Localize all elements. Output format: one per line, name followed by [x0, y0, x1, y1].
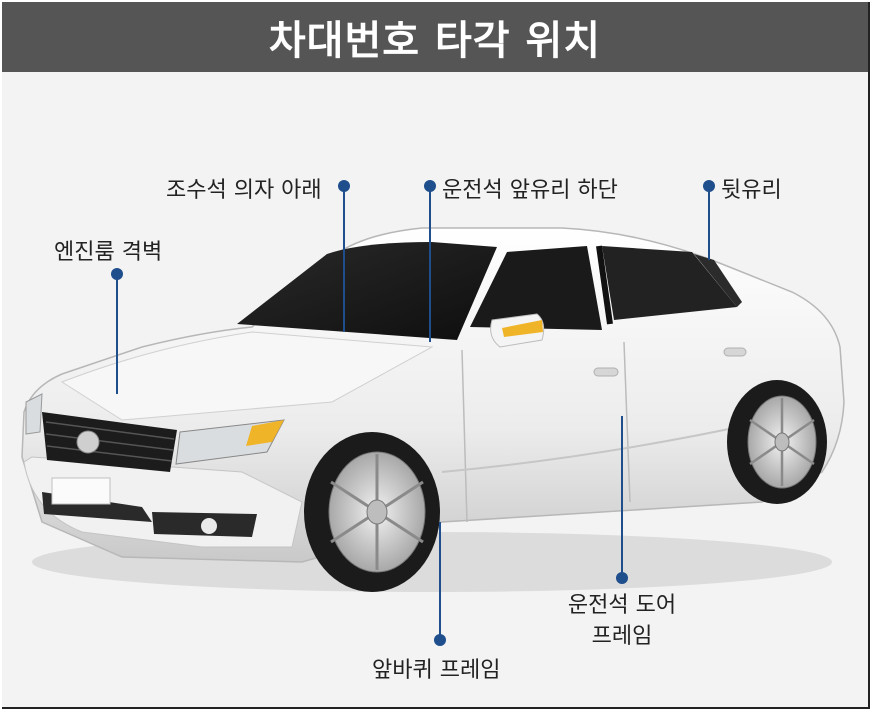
label-engine-bulkhead: 엔진룸 격벽 [54, 240, 163, 265]
car-illustration [21, 227, 845, 592]
marker-line-rear-glass [708, 186, 710, 260]
marker-dot-driver-door [616, 572, 628, 584]
marker-line-driver-door [621, 416, 623, 576]
header-bar: 차대번호 타각 위치 [2, 2, 868, 72]
rear-side-window [602, 246, 737, 320]
front-wheel [304, 432, 440, 592]
brand-emblem [76, 430, 100, 454]
page-title: 차대번호 타각 위치 [268, 18, 602, 64]
rear-wheel [727, 380, 827, 504]
grille-bars [45, 421, 175, 462]
marker-dot-front-wheel [434, 634, 446, 646]
headlight-amber [246, 420, 284, 446]
left-headlight [25, 393, 43, 435]
front-side-window [470, 246, 602, 330]
door-line [461, 349, 468, 523]
label-windshield: 운전석 앞유리 하단 [442, 178, 618, 203]
label-passenger-seat: 조수석 의자 아래 [166, 178, 322, 203]
mirror-indicator [502, 320, 543, 337]
hood [60, 331, 434, 421]
marker-line-passenger-seat [343, 186, 345, 332]
label-front-wheel: 앞바퀴 프레임 [372, 658, 501, 683]
door-handle [593, 367, 619, 377]
label-driver-door: 운전석 도어 프레임 [562, 590, 682, 652]
license-plate [51, 477, 111, 505]
label-driver-door-line2: 프레임 [591, 624, 653, 649]
quarter-window [694, 254, 742, 307]
sill-line [441, 421, 763, 473]
label-driver-door-line1: 운전석 도어 [567, 593, 677, 618]
fog-lamp [201, 518, 217, 534]
rear-door-handle [723, 347, 747, 357]
door-line-2 [623, 341, 631, 503]
b-pillar [596, 245, 613, 325]
marker-line-windshield [429, 186, 431, 342]
label-rear-glass: 뒷유리 [721, 178, 782, 203]
marker-line-front-wheel [439, 522, 441, 638]
windshield [237, 242, 497, 340]
marker-line-engine-bulkhead [116, 274, 118, 394]
